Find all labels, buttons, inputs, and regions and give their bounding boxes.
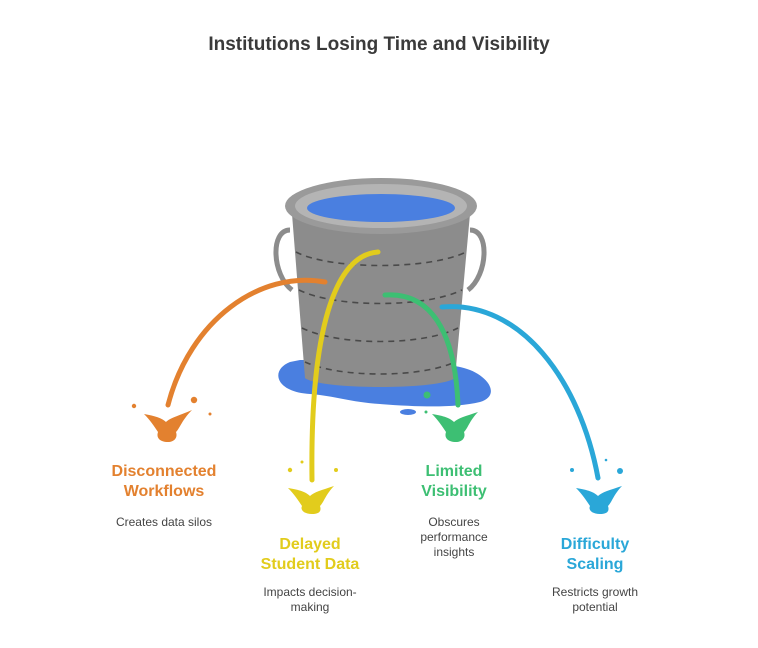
splash-icon-yellow <box>287 460 338 514</box>
bucket-body <box>292 214 470 387</box>
label-limited-visibility: Limited Visibility <box>421 463 487 500</box>
desc-difficulty-scaling: Restricts growth potential <box>551 585 639 614</box>
desc-delayed-student-data: Impacts decision- making <box>263 585 357 614</box>
leak-stream-blue <box>439 304 601 481</box>
water-puddle-drop <box>400 409 416 415</box>
label-disconnected-workflows: Disconnected Workflows <box>111 463 217 500</box>
bucket-handle <box>273 227 294 292</box>
leak-stream-orange <box>165 277 328 408</box>
page-title: Institutions Losing Time and Visibility <box>208 34 550 55</box>
bucket-handle-right <box>466 227 487 292</box>
splash-icon-green <box>423 391 478 442</box>
bucket-band <box>295 251 467 267</box>
splash-icon-orange <box>131 396 212 442</box>
desc-disconnected-workflows: Creates data silos <box>115 515 213 529</box>
leak-stream-green <box>382 292 461 408</box>
label-delayed-student-data: Delayed Student Data <box>260 536 360 573</box>
bucket-water-surface <box>307 194 455 222</box>
bucket-band <box>298 289 463 305</box>
leak-stream-yellow <box>309 249 381 483</box>
desc-limited-visibility: Obscures performance insights <box>420 515 488 559</box>
label-difficulty-scaling: Difficulty Scaling <box>560 536 630 573</box>
splash-icon-blue <box>570 458 623 514</box>
